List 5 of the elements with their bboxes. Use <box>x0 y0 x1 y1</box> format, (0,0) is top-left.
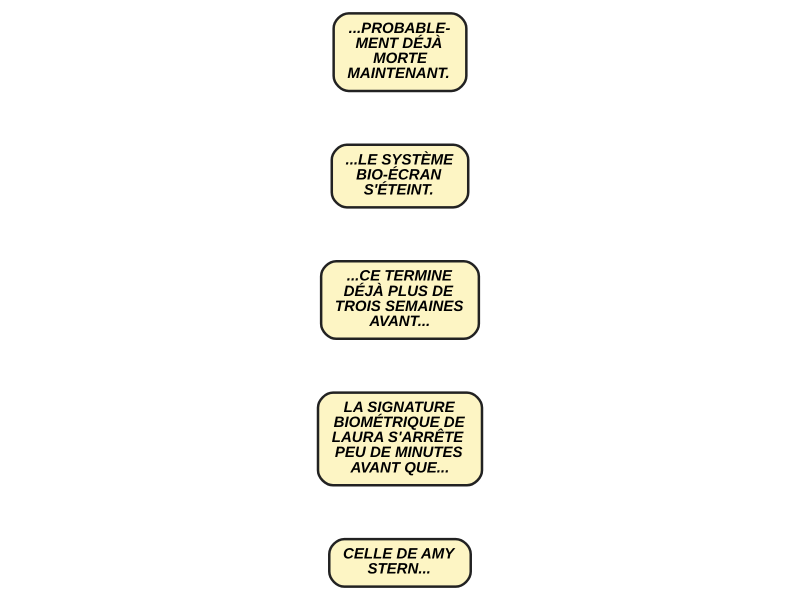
node-box: ...CE TERMINE DÉJÀ PLUS DE TROIS SEMAINES AVANT... <box>320 260 480 340</box>
node-box: CELLE DE AMY STERN... <box>328 538 472 588</box>
node-box: ...PROBABLE- MENT DÉJÀ MORTE MAINTENANT. <box>332 12 468 92</box>
node-box: LA SIGNATURE BIOMÉTRIQUE DE LAURA S'ARRÊTE PEU DE MINUTES AVANT QUE... <box>316 391 484 487</box>
node-box: ...LE SYSTÈME BIO-ÉCRAN S'ÉTEINT. <box>330 144 470 209</box>
